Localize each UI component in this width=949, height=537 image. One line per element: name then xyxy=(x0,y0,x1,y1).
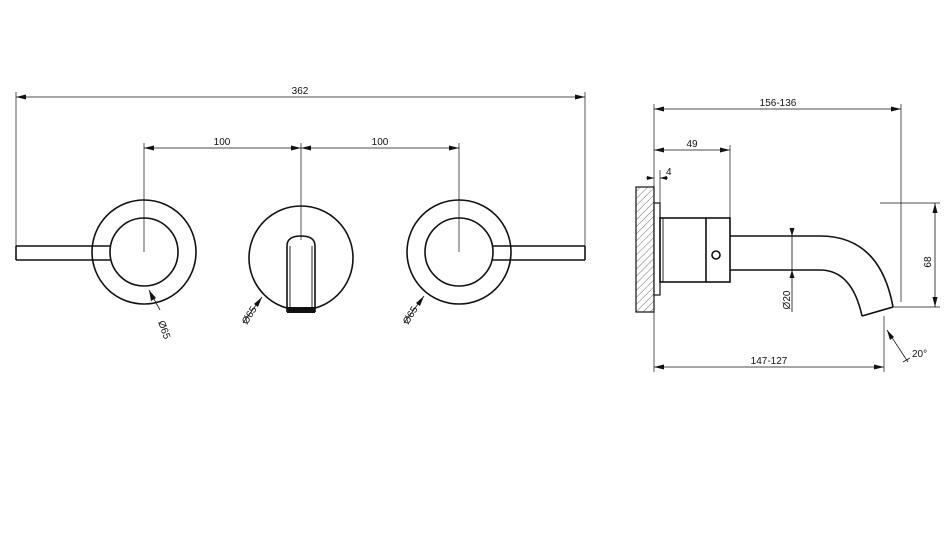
dimension-label-height: 68 xyxy=(923,256,934,268)
front-view: 362 100 100 Ø65 xyxy=(15,86,586,341)
dimension-label-spout-reach: 147-127 xyxy=(751,356,788,367)
dimension-plate-thickness: 4 xyxy=(646,167,672,203)
dimension-label-diameter-left: Ø65 xyxy=(155,319,172,341)
spout-pipe xyxy=(730,235,894,317)
dimension-overall-width: 362 xyxy=(15,86,586,246)
dimension-spacing: 100 100 xyxy=(143,137,460,252)
dimension-label-body-length: 49 xyxy=(686,139,698,150)
dimension-label-diameter-center: Ø65 xyxy=(240,304,260,326)
dimension-spout-reach: 147-127 xyxy=(653,312,885,372)
dimension-label-spacing-left: 100 xyxy=(214,137,231,148)
dimension-label-projection: 156-136 xyxy=(760,98,797,109)
dimension-label-overall-width: 362 xyxy=(292,86,309,97)
side-view: 156-136 49 4 68 xyxy=(635,98,940,372)
dimension-label-spacing-right: 100 xyxy=(372,137,389,148)
dimension-outlet-angle: 20° xyxy=(886,329,927,363)
dimension-spout-diameter: Ø20 xyxy=(782,228,795,312)
dimension-height: 68 xyxy=(880,202,940,308)
wall-plate xyxy=(653,202,661,296)
dimension-label-spout-diameter: Ø20 xyxy=(782,290,793,309)
spout-body xyxy=(659,217,731,283)
dimension-label-outlet-angle: 20° xyxy=(912,349,927,360)
dimension-label-diameter-right: Ø65 xyxy=(401,304,421,326)
center-spout-rosette: Ø65 xyxy=(240,205,354,327)
dimension-body-length: 49 xyxy=(654,139,731,218)
left-mixer-handle: Ø65 xyxy=(15,199,197,341)
dimension-label-plate-thickness: 4 xyxy=(666,167,672,178)
dimension-projection: 156-136 xyxy=(653,98,902,302)
right-mixer-handle: Ø65 xyxy=(401,199,586,327)
wall-section xyxy=(635,186,655,313)
